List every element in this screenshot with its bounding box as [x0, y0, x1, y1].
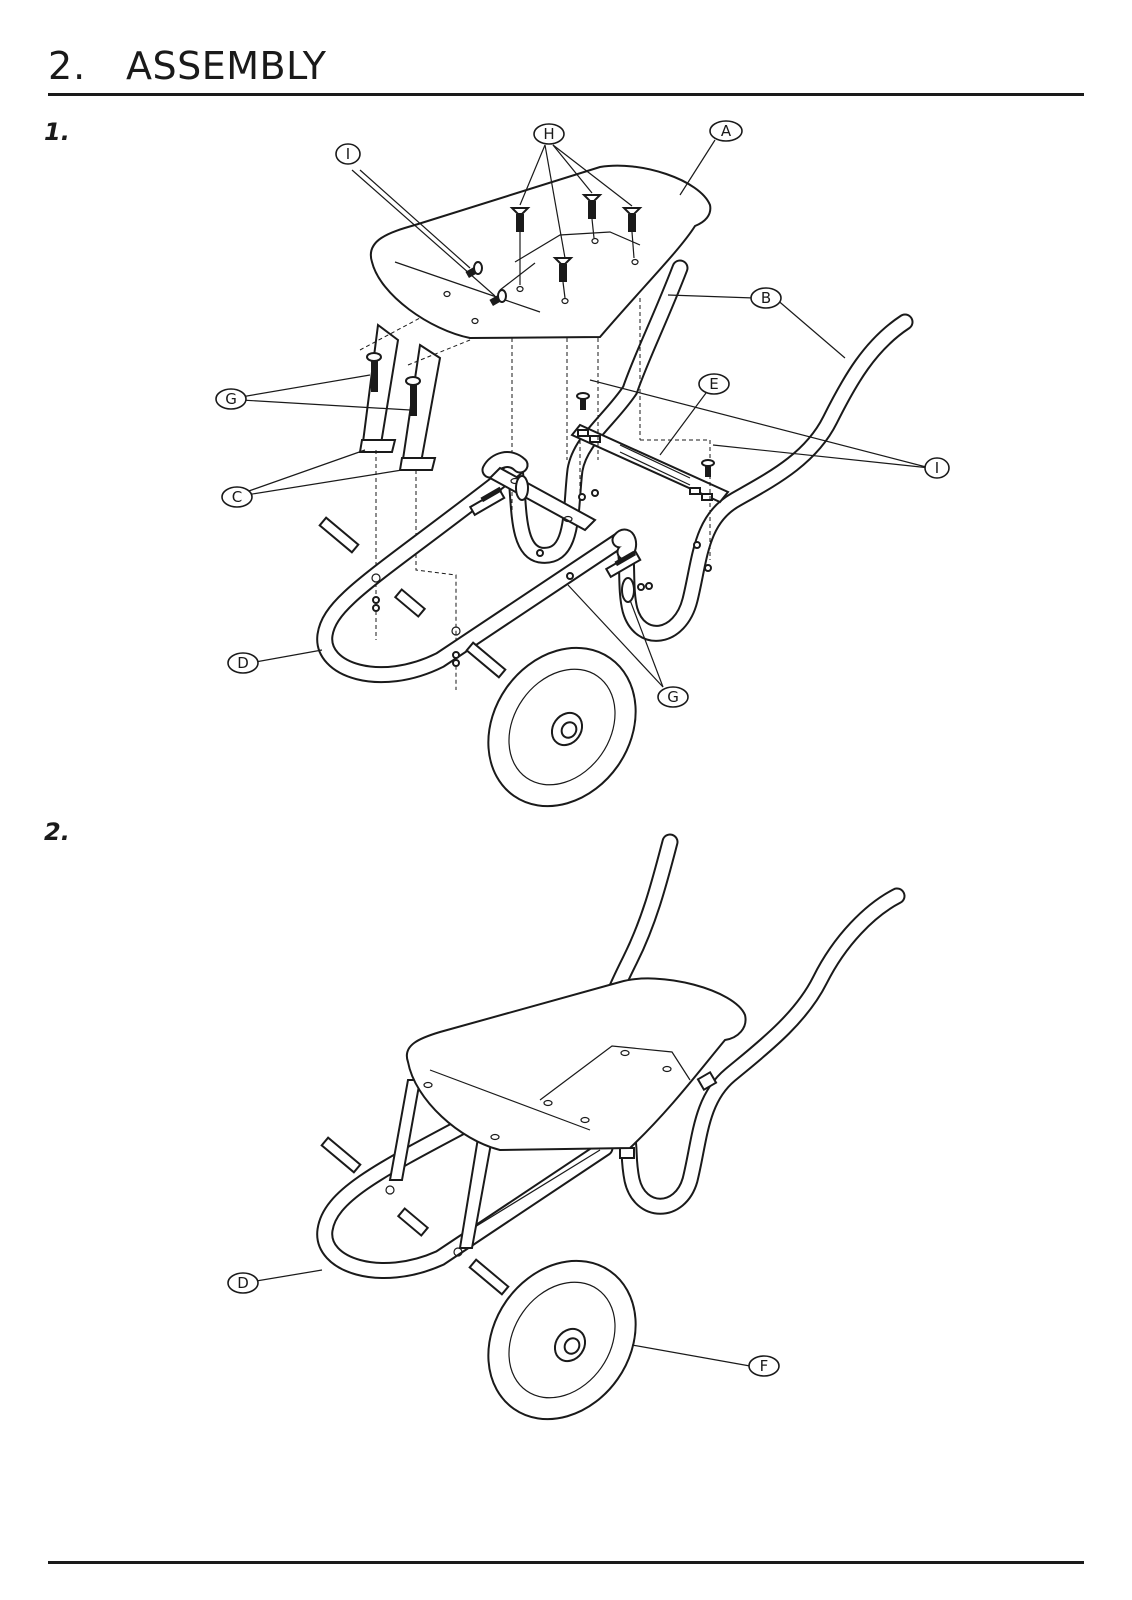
callout-h: H	[534, 124, 564, 144]
callout-c: C	[222, 487, 252, 507]
callout-i-right: I	[925, 458, 949, 478]
callout-d-step2: D	[228, 1273, 258, 1293]
callout-e: E	[699, 374, 729, 394]
footer-rule	[48, 1561, 1084, 1564]
wheel-f	[458, 1232, 666, 1448]
callout-a-text: A	[721, 122, 732, 140]
callout-a: A	[710, 121, 742, 141]
callout-f: F	[749, 1356, 779, 1376]
callout-h-text: H	[543, 125, 554, 143]
wheel-step1	[458, 619, 666, 835]
callout-b-text: B	[761, 289, 771, 307]
callout-i-right-text: I	[935, 459, 939, 477]
callout-c-text: C	[232, 488, 242, 506]
assembled-wheelbarrow-drawing: D F	[228, 842, 897, 1448]
callout-d-step1-text: D	[237, 654, 249, 672]
callout-d-step2-text: D	[237, 1274, 249, 1292]
callout-e-text: E	[709, 375, 718, 393]
chassis-frame-d	[325, 460, 629, 675]
callout-d-step1: D	[228, 653, 258, 673]
exploded-wheelbarrow-drawing: I H A B E G I C	[216, 121, 949, 835]
callout-i-text: I	[346, 145, 350, 163]
callout-i-top: I	[336, 144, 360, 164]
callout-b: B	[751, 288, 781, 308]
callout-g-lower: G	[658, 687, 688, 707]
callout-g-upper: G	[216, 389, 246, 409]
callout-f-text: F	[760, 1357, 769, 1375]
callout-g-upper-text: G	[225, 390, 237, 408]
callout-g-lower-text: G	[667, 688, 679, 706]
legs-c	[360, 325, 440, 470]
